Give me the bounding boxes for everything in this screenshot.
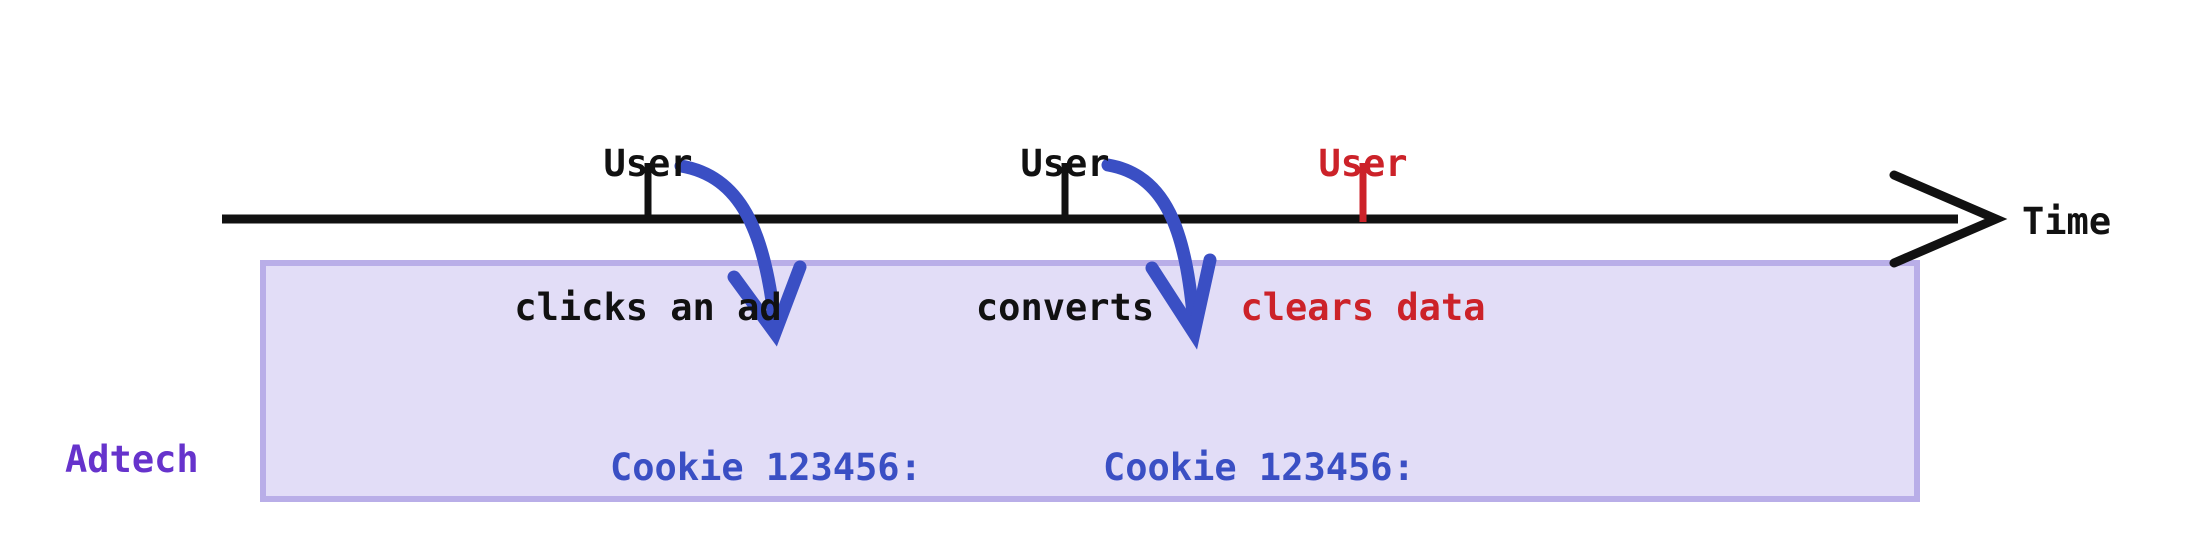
adtech-server-label: Adtech server [65,340,199,534]
time-axis-arrowhead-icon [1889,170,2008,268]
event-label-clear-data-line1: User [1318,142,1408,186]
arrow-ad-click-to-record [674,159,807,347]
event-label-ad-click-line1: User [603,142,693,186]
event-label-clear-data: User clears data [1218,44,1508,429]
record-ad-clicked: Cookie 123456: Ad clicked [610,348,922,534]
time-axis-label: Time [2022,200,2112,243]
event-label-ad-click-line2: clicks an ad [514,286,782,330]
event-label-ad-click: User clicks an ad [458,44,838,429]
event-label-conversion-line1: User [1020,142,1110,186]
record-converted: Cookie 123456: Converted [1103,348,1415,534]
event-label-clear-data-line2: clears data [1240,286,1486,330]
event-label-conversion-line2: converts [975,286,1155,330]
record-converted-line1: Cookie 123456: [1103,446,1415,490]
adtech-server-label-line1: Adtech [65,438,199,482]
event-label-conversion: User converts [895,44,1235,429]
record-ad-clicked-line1: Cookie 123456: [610,446,922,490]
adtech-server-panel [260,260,1920,502]
arrow-conversion-to-record [1101,158,1217,350]
